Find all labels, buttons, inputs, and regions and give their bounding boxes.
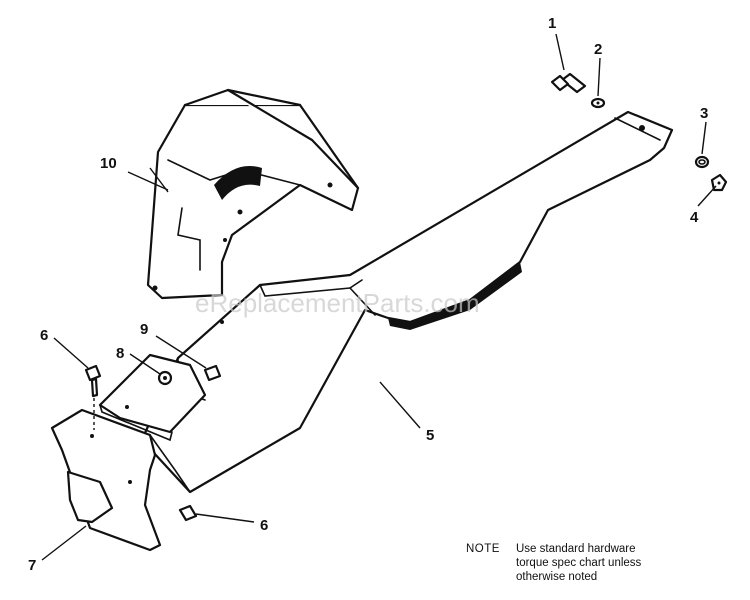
note-line: Use standard hardware (516, 543, 636, 555)
callout-9: 9 (140, 321, 148, 338)
part-8-bracket (98, 353, 207, 442)
part-5-main-shield (140, 110, 674, 494)
leader-lines (41, 33, 717, 561)
watermark-text: eReplacementParts.com (195, 288, 480, 318)
callout-2: 2 (594, 41, 602, 58)
note-line: otherwise noted (516, 571, 598, 583)
note-line: torque spec chart unless (516, 557, 642, 569)
part-6-bolt-bottom (178, 504, 198, 522)
part-6-bolt-top (84, 364, 102, 398)
note-text: Use standard hardware torque spec chart … (516, 542, 641, 584)
callout-5: 5 (426, 427, 434, 444)
part-3-lockwasher (694, 155, 710, 169)
callout-4: 4 (690, 209, 699, 226)
part-7-end-cap (50, 408, 191, 552)
callout-3: 3 (700, 105, 708, 122)
part-10-upper-shield (146, 88, 360, 300)
callout-1: 1 (548, 15, 556, 32)
callout-7: 7 (28, 557, 36, 574)
callout-6-top: 6 (40, 327, 48, 344)
callout-6-bottom: 6 (260, 517, 268, 534)
callout-8: 8 (116, 345, 124, 362)
part-1-bolt (550, 72, 587, 94)
note-label: NOTE (466, 543, 500, 555)
part-9-bolt (203, 364, 222, 382)
callout-10: 10 (100, 155, 117, 172)
part-2-washer (590, 97, 606, 109)
